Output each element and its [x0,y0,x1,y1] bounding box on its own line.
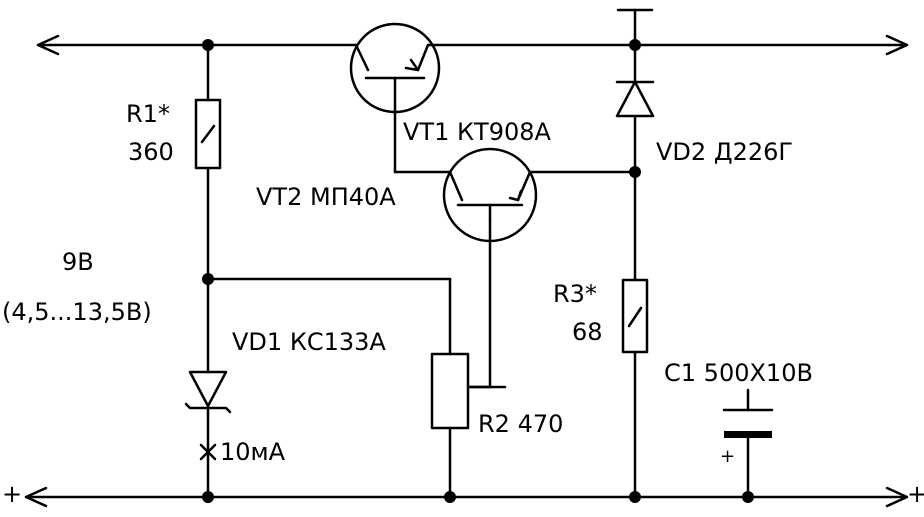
right-branch-wires [616,8,750,499]
r3-resistor [621,278,649,354]
r1-resistor [194,98,222,170]
r2-label: R2 470 [478,410,563,438]
vd2-label: VD2 Д226Г [656,138,793,166]
voltage-label: 9В [62,248,94,276]
r1-value: 360 [128,138,174,166]
r1-designator: R1* [126,100,170,128]
current-label: 10мА [220,438,286,466]
left-branch-wires [206,43,452,499]
plus-right-label: + [907,480,924,508]
vd2-diode [615,80,655,118]
current-test-point-icon [199,443,217,461]
vd1-zener-diode [184,370,232,414]
c1-label: C1 500Х10В [664,359,813,387]
vt2-transistor [393,147,637,243]
plus-left-label: + [2,480,22,508]
voltage-range-label: (4,5...13,5В) [2,298,152,326]
c1-plus-label: + [720,446,735,467]
junction-dots [202,39,754,503]
r2-potentiometer [430,218,507,430]
vt1-label: VT1 КТ908А [403,118,552,146]
c1-capacitor [722,408,774,438]
r3-value: 68 [572,318,603,346]
vt2-label: VT2 МП40А [256,183,396,211]
bottom-rail [24,486,909,508]
top-rail [36,34,909,56]
vt1-transistor [349,22,441,174]
vd1-label: VD1 КС133А [232,328,386,356]
r3-designator: R3* [553,280,597,308]
